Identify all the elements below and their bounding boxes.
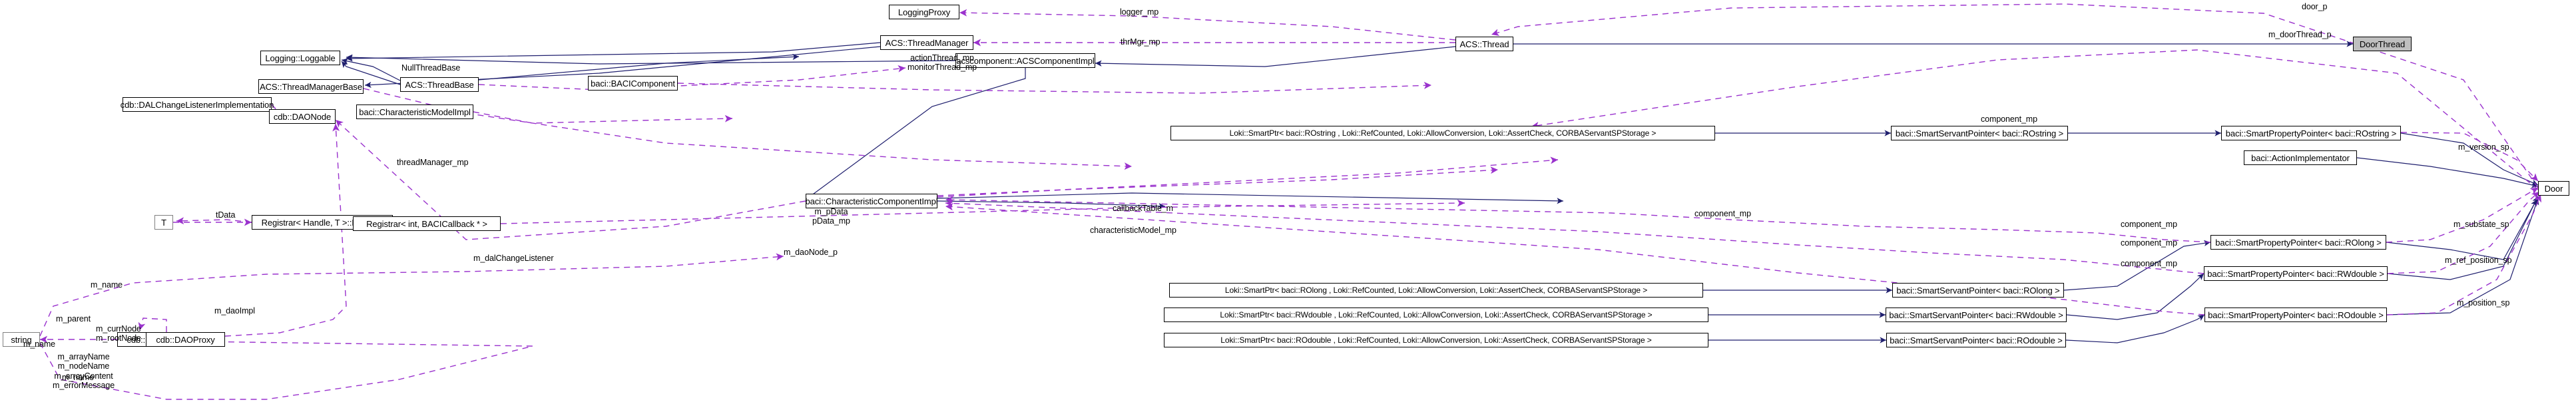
node-logging-proxy[interactable]: LoggingProxy — [889, 5, 959, 19]
edge-label-m-substate-sp: m_substate_sp — [2453, 220, 2509, 229]
edge-label-m-dalchangelistener: m_dalChangeListener — [473, 254, 554, 263]
edge-label-m-parent: m_parent — [56, 314, 91, 323]
node-string[interactable]: string — [3, 332, 40, 347]
edge-label-m-ref-position-sp: m_ref_position_sp — [2445, 256, 2512, 265]
edge-label-door-p: door_p — [2302, 2, 2328, 11]
node-cdb-daoproxy[interactable]: cdb::DAOProxy — [146, 332, 225, 347]
edge-label-logger-mp: logger_mp — [1120, 7, 1159, 17]
edge-label-m-doorthread-p: m_doorThread_p — [2268, 30, 2332, 39]
node-loki-smartptr-rostring[interactable]: Loki::SmartPtr< baci::ROstring , Loki::R… — [1170, 126, 1715, 140]
edge-label-m-version-sp: m_version_sp — [2458, 142, 2509, 152]
node-loki-smartptr-rolong[interactable]: Loki::SmartPtr< baci::ROlong , Loki::Ref… — [1169, 283, 1703, 298]
node-smartservantpointer-rodouble[interactable]: baci::SmartServantPointer< baci::ROdoubl… — [1886, 333, 2066, 347]
node-loki-smartptr-rwdouble[interactable]: Loki::SmartPtr< baci::RWdouble , Loki::R… — [1164, 308, 1708, 322]
node-acs-threadbase[interactable]: ACS::ThreadBase — [400, 77, 479, 92]
edge-label-m-currnode-rootnode: m_currNode m_rootNode — [96, 324, 141, 343]
node-template-param-t[interactable]: T — [154, 215, 173, 230]
edge-label-component-mp-r3: component_mp — [2121, 259, 2177, 268]
node-acs-thread[interactable]: ACS::Thread — [1455, 37, 1513, 51]
node-smartservantpointer-rostring[interactable]: baci::SmartServantPointer< baci::ROstrin… — [1891, 126, 2068, 140]
edge-label-component-mp-r1: component_mp — [2121, 220, 2177, 229]
edge-label-m-name-left: m_name — [23, 339, 56, 349]
node-smartpropertypointer-rostring[interactable]: baci::SmartPropertyPointer< baci::ROstri… — [2221, 126, 2401, 140]
node-baci-actionimplementator[interactable]: baci::ActionImplementator — [2244, 150, 2357, 165]
edge-label-tdata: tData — [216, 210, 236, 220]
edge-label-component-mp-left: component_mp — [1694, 209, 1751, 218]
edge-label-actionthread-monitorthread: actionThread_mp monitorThread_mp — [907, 53, 977, 73]
edge-label-characteristicmodel-mp: characteristicModel_mp — [1090, 226, 1176, 235]
edge-label-m-daoimpl: m_daoImpl — [214, 306, 255, 315]
edge-label-m-name-top: m_name — [91, 280, 123, 290]
edge-label-component-mp-top: component_mp — [1981, 114, 2037, 124]
node-door[interactable]: Door — [2538, 181, 2569, 196]
edge-label-threadmanager-mp: threadManager_mp — [397, 158, 469, 167]
node-baci-bacicomponent[interactable]: baci::BACIComponent — [588, 76, 678, 91]
node-smartservantpointer-rolong[interactable]: baci::SmartServantPointer< baci::ROlong … — [1892, 283, 2064, 298]
node-registrar-int-bacicallback[interactable]: Registrar< int, BACICallback * > — [353, 216, 501, 231]
edge-label-cxmltreenode-members: m_arrayName m_nodeName m_arrayContent m_… — [53, 352, 115, 391]
node-smartpropertypointer-rolong[interactable]: baci::SmartPropertyPointer< baci::ROlong… — [2210, 235, 2386, 250]
edge-label-callbacktable-m: callbackTable_m — [1113, 204, 1173, 213]
node-loki-smartptr-rodouble[interactable]: Loki::SmartPtr< baci::ROdouble , Loki::R… — [1164, 333, 1708, 347]
node-baci-characteristicmodelimpl[interactable]: baci::CharacteristicModelImpl — [356, 104, 473, 119]
edge-label-m-pdata: m_pData pData_mp — [812, 207, 850, 226]
edge-label-nullthreadbase: NullThreadBase — [401, 63, 461, 73]
node-acs-threadmanagerbase[interactable]: ACS::ThreadManagerBase — [258, 79, 364, 94]
node-logging-loggable[interactable]: Logging::Loggable — [260, 51, 340, 65]
node-doorthread[interactable]: DoorThread — [2353, 37, 2412, 51]
node-acs-threadmanager[interactable]: ACS::ThreadManager — [880, 35, 973, 50]
node-cdb-daonode[interactable]: cdb::DAONode — [269, 109, 336, 124]
edge-label-component-mp-r2: component_mp — [2121, 238, 2177, 248]
edge-label-m-name-mid: m_name — [62, 373, 95, 382]
node-cdb-dalchangelistenerimplementation[interactable]: cdb::DALChangeListenerImplementation — [121, 97, 274, 112]
node-smartpropertypointer-rodouble[interactable]: baci::SmartPropertyPointer< baci::ROdoub… — [2204, 308, 2387, 322]
node-smartservantpointer-rwdouble[interactable]: baci::SmartServantPointer< baci::RWdoubl… — [1886, 308, 2067, 322]
edge-label-m-daonode-p: m_daoNode_p — [784, 248, 838, 257]
node-acscomponent-acscomponentimpl[interactable]: acscomponent::ACSComponentImpl — [955, 53, 1095, 68]
edge-label-m-position-sp: m_position_sp — [2457, 298, 2510, 308]
node-smartpropertypointer-rwdouble[interactable]: baci::SmartPropertyPointer< baci::RWdoub… — [2204, 266, 2388, 281]
node-baci-characteristiccomponentimpl[interactable]: baci::CharacteristicComponentImpl — [806, 194, 938, 208]
edge-label-thrmgr-mp: thrMgr_mp — [1121, 37, 1160, 47]
